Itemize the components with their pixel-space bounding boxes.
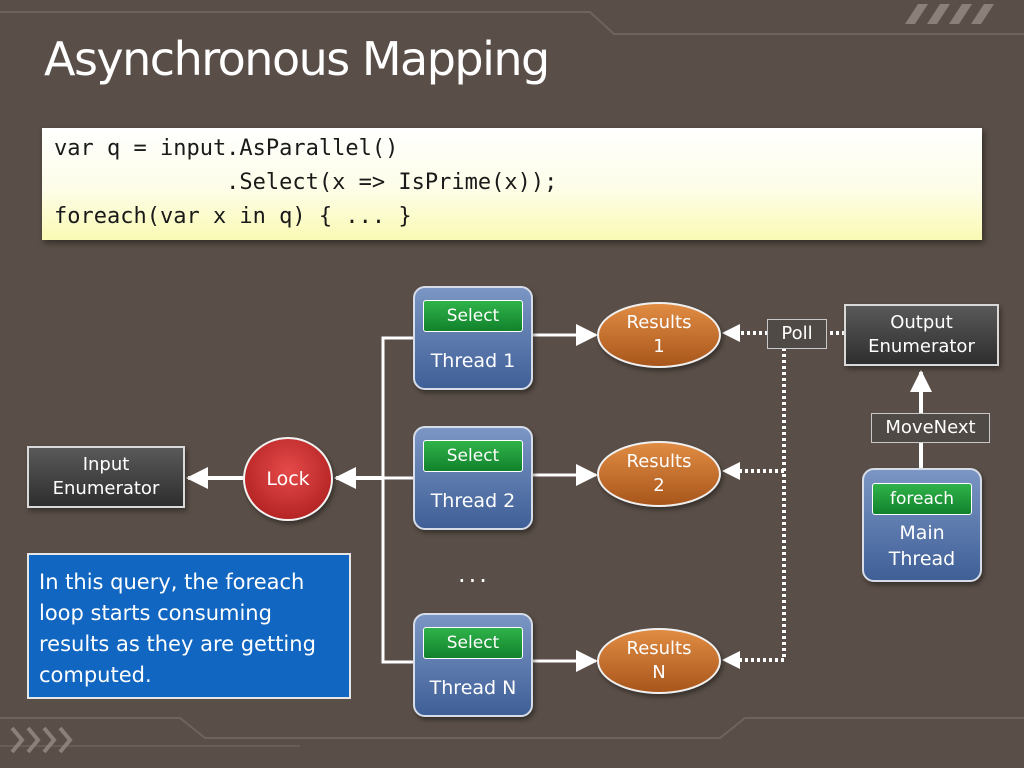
lock-label: Lock xyxy=(266,468,310,490)
results-node-n: Results N xyxy=(597,628,721,694)
select-label: Select xyxy=(423,440,523,472)
thread-name: Thread 2 xyxy=(430,490,516,512)
results-line2: N xyxy=(652,662,666,683)
code-block: var q = input.AsParallel() .Select(x => … xyxy=(42,128,982,240)
more-threads-ellipsis: ... xyxy=(458,560,490,588)
select-label: Select xyxy=(423,300,523,332)
lock-node: Lock xyxy=(243,437,333,521)
chevron-decoration-icon xyxy=(10,726,73,754)
thread-box-2: Select Thread 2 xyxy=(413,426,533,530)
output-enumerator-box: Output Enumerator xyxy=(844,304,999,366)
results-line2: 1 xyxy=(653,336,665,357)
input-enumerator-line1: Input xyxy=(82,454,130,475)
code-line: var q = input.AsParallel() xyxy=(54,136,399,161)
thread-name: Thread N xyxy=(429,677,517,699)
results-line2: 2 xyxy=(653,475,665,496)
results-line1: Results xyxy=(626,312,692,333)
main-thread-label: Main Thread xyxy=(864,520,980,572)
page-title: Asynchronous Mapping xyxy=(44,32,550,86)
stripe-decoration-icon xyxy=(905,4,994,24)
results-node-1: Results 1 xyxy=(597,302,721,368)
main-thread-line2: Thread xyxy=(888,548,956,570)
thread-box-n: Select Thread N xyxy=(413,613,533,717)
code-line: .Select(x => IsPrime(x)); xyxy=(54,170,558,195)
input-enumerator-line2: Enumerator xyxy=(52,478,160,499)
foreach-label: foreach xyxy=(872,483,972,515)
explanation-note: In this query, the foreach loop starts c… xyxy=(27,553,351,699)
output-enumerator-line1: Output xyxy=(890,312,953,333)
poll-arrowheads xyxy=(722,324,740,669)
select-label: Select xyxy=(423,627,523,659)
results-line1: Results xyxy=(626,638,692,659)
main-thread-line1: Main xyxy=(899,522,945,544)
input-enumerator-box: Input Enumerator xyxy=(27,446,185,508)
code-line: foreach(var x in q) { ... } xyxy=(54,204,412,229)
main-thread-box: foreach Main Thread xyxy=(862,468,982,582)
thread-bus-connector xyxy=(381,336,413,664)
thread-box-1: Select Thread 1 xyxy=(413,286,533,390)
movenext-label: MoveNext xyxy=(871,413,990,443)
poll-dotted-connector xyxy=(740,331,845,662)
results-node-2: Results 2 xyxy=(597,441,721,507)
thread-name: Thread 1 xyxy=(430,350,516,372)
poll-label: Poll xyxy=(767,319,827,349)
output-enumerator-line2: Enumerator xyxy=(868,336,975,357)
results-line1: Results xyxy=(626,451,692,472)
